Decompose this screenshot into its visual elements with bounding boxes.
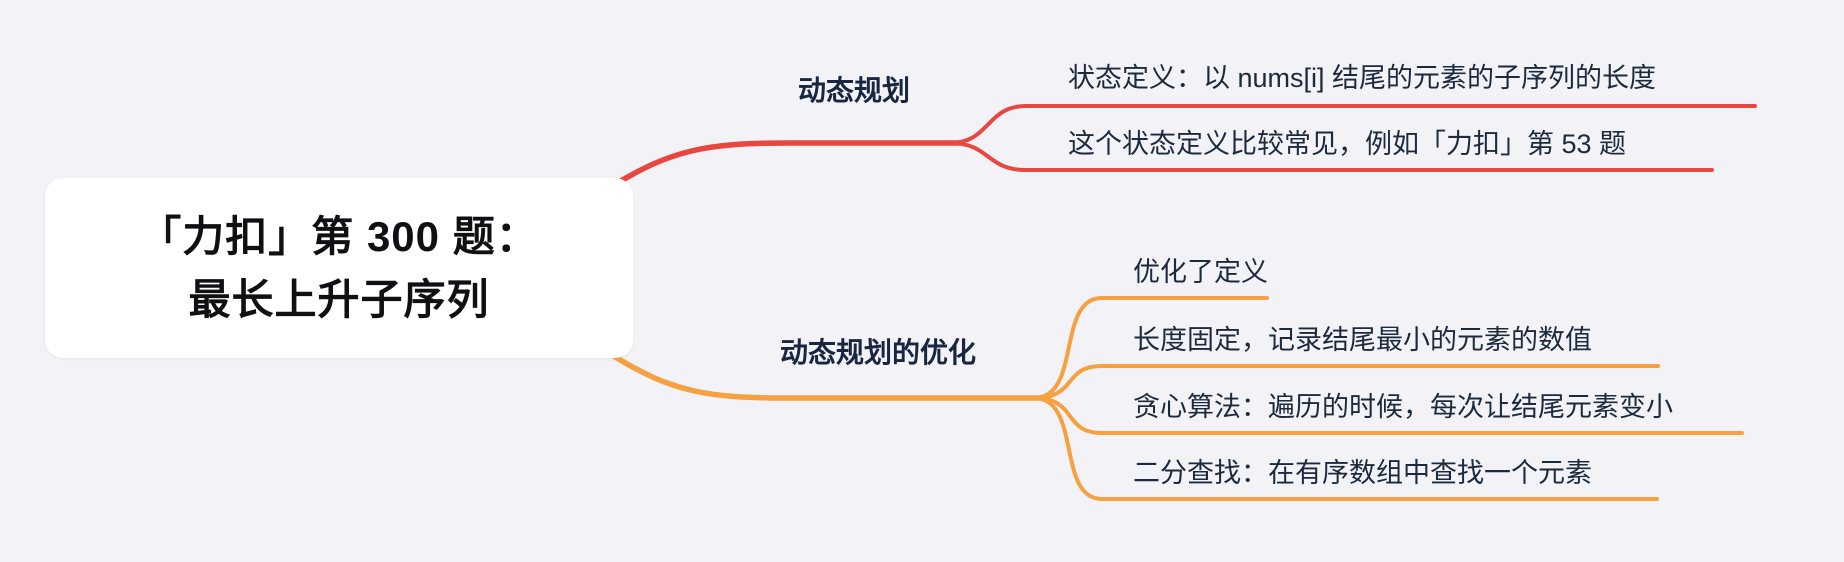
branch-node-dp[interactable]: 动态规划 — [798, 75, 911, 106]
branch2-leaf1-connector — [1032, 364, 1660, 400]
leaf-node-dp-state-definition[interactable]: 状态定义：以 nums[i] 结尾的元素的子序列的长度 — [1068, 63, 1657, 93]
root-title-line2: 最长上升子序列 — [188, 276, 490, 323]
branch1-leaf0-connector — [948, 104, 1757, 145]
root-node[interactable]: 「力扣」第 300 题： 最长上升子序列 — [45, 178, 633, 358]
root-title-line1: 「力扣」第 300 题： — [139, 213, 539, 260]
leaf-node-greedy[interactable]: 贪心算法：遍历的时候，每次让结尾元素变小 — [1133, 392, 1673, 422]
branch-node-dp-optimization[interactable]: 动态规划的优化 — [780, 337, 977, 368]
branch2-leaf0-connector — [1032, 296, 1269, 400]
leaf-node-optimized-definition[interactable]: 优化了定义 — [1133, 257, 1268, 287]
leaf-node-dp-common-definition[interactable]: 这个状态定义比较常见，例如「力扣」第 53 题 — [1068, 129, 1627, 159]
branch2-trunk-connector — [609, 352, 1045, 401]
leaf-node-binary-search[interactable]: 二分查找：在有序数组中查找一个元素 — [1133, 458, 1592, 488]
branch2-leaf3-connector — [1032, 396, 1659, 501]
leaf-node-fixed-length[interactable]: 长度固定，记录结尾最小的元素的数值 — [1133, 325, 1592, 355]
branch1-leaf1-connector — [948, 141, 1714, 172]
branch1-trunk-connector — [611, 140, 961, 188]
